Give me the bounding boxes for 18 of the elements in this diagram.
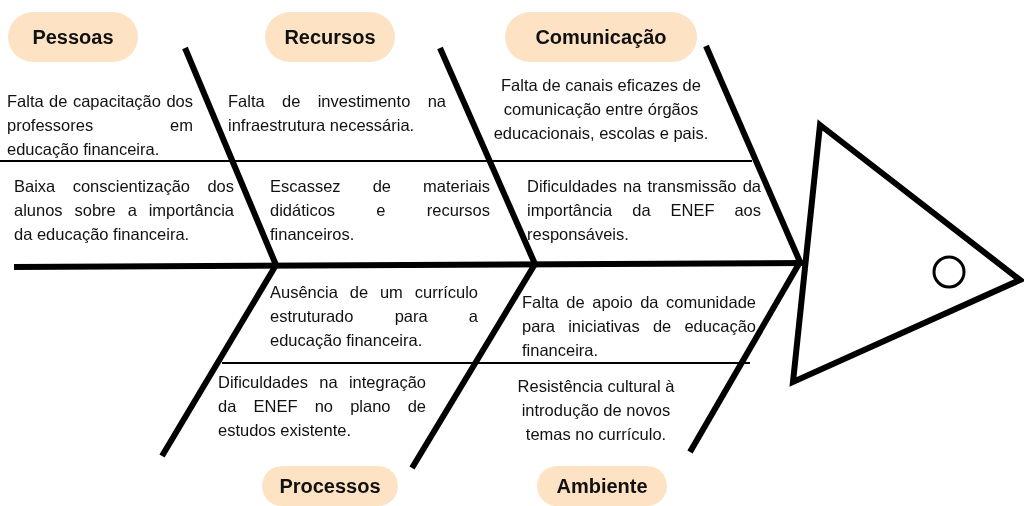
cause-text: Falta de investimento na infraestrutura necessária. bbox=[228, 91, 446, 136]
cause-text: Dificuldades na integração da ENEF no plano de estudos existente. bbox=[218, 372, 426, 441]
category-pill: Ambiente bbox=[537, 466, 667, 506]
cause-text: Baixa conscientização dos alunos sobre a importância da educação financeira. bbox=[14, 176, 234, 245]
cause-text: Escassez de materiais didáticos e recursos financeiros. bbox=[270, 176, 490, 245]
cause-text: Ausência de um currículo estruturado para a educação financeira. bbox=[270, 282, 478, 351]
spine-line bbox=[14, 260, 805, 270]
cause-text: Resistência cultural à introdução de novos temas no currículo. bbox=[516, 376, 676, 445]
cause-text: Dificuldades na transmissão da importância da ENEF aos responsáveis. bbox=[527, 176, 761, 245]
category-pill: Comunicação bbox=[505, 12, 697, 62]
triangle-head bbox=[790, 118, 1024, 386]
cause-text: Falta de apoio da comunidade para iniciativas de educação financeira. bbox=[522, 292, 756, 361]
cause-text: Falta de capacitação dos professores em educação financeira. bbox=[7, 91, 193, 160]
category-pill: Processos bbox=[262, 466, 398, 506]
category-pill: Pessoas bbox=[8, 12, 138, 62]
category-pill: Recursos bbox=[265, 12, 395, 62]
cause-text: Falta de canais eficazes de comunicação entre órgãos educacionais, escolas e pais. bbox=[492, 75, 710, 144]
circle-mark bbox=[932, 255, 966, 289]
